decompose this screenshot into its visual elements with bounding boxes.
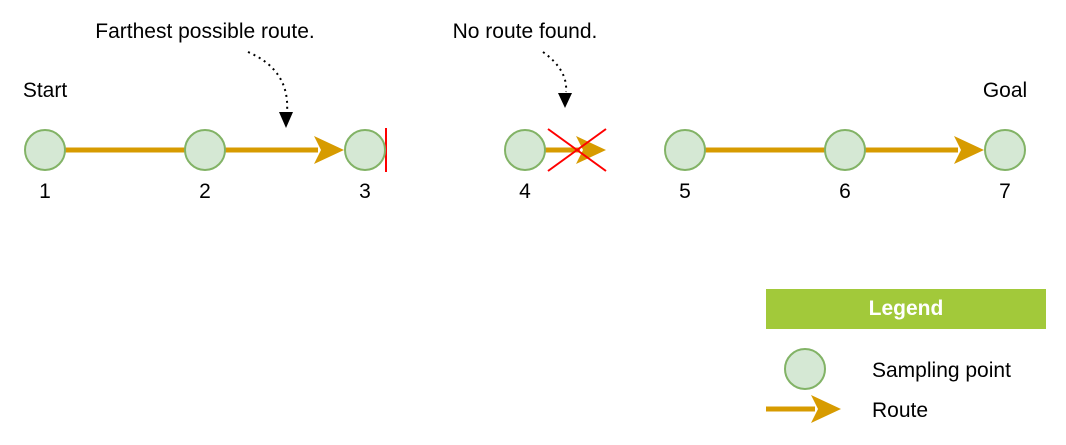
route-6-7 [865,136,984,164]
legend-sampling-point-icon [784,348,826,390]
goal-label: Goal [983,79,1027,102]
sampling-point-3 [344,129,386,171]
legend-route-label: Route [872,399,928,422]
annotation-farthest: Farthest possible route. [95,20,314,43]
route-4-blocked [545,136,606,164]
node-label-1: 1 [39,180,51,203]
annotation-arrow-no-route [542,51,572,108]
node-label-6: 6 [839,180,851,203]
legend-title: Legend [868,297,944,320]
legend-header-bg [766,289,1046,329]
legend-sampling-point-label: Sampling point [872,359,1011,382]
sampling-point-2 [184,129,226,171]
annotation-no-route: No route found. [453,20,598,43]
node-label-3: 3 [359,180,371,203]
node-label-2: 2 [199,180,211,203]
sampling-point-6 [824,129,866,171]
sampling-point-4 [504,129,546,171]
sampling-point-7 [984,129,1026,171]
blocked-cross-icon [547,128,607,172]
node-label-7: 7 [999,180,1011,203]
node-label-4: 4 [519,180,531,203]
node-label-5: 5 [679,180,691,203]
start-label: Start [23,79,68,102]
annotation-arrow-farthest [247,51,293,128]
route-2-3 [225,136,344,164]
sampling-point-1 [24,129,66,171]
sampling-point-5 [664,129,706,171]
legend-route-icon [766,395,841,423]
